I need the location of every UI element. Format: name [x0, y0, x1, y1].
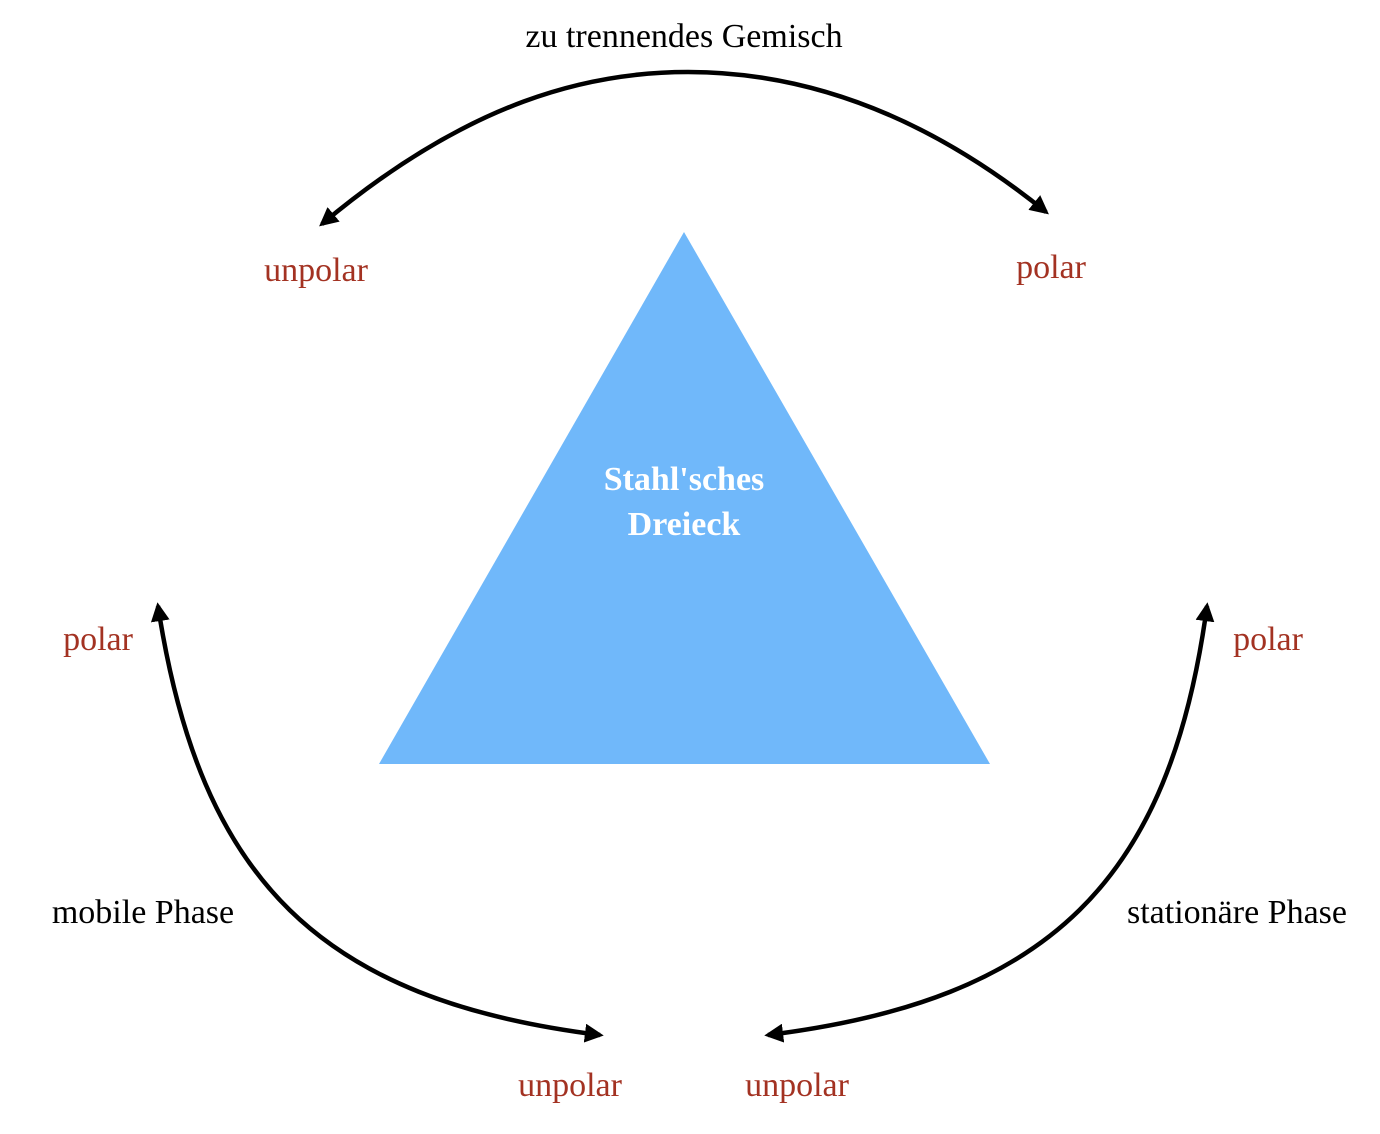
mixture-title: zu trennendes Gemisch	[525, 18, 842, 55]
mixture-right-label: polar	[1016, 249, 1087, 286]
mobile-phase-arrow	[150, 602, 604, 1043]
mobile-phase-top-label: polar	[63, 621, 134, 658]
stationary-phase-title: stationäre Phase	[1127, 894, 1347, 931]
center-title-line2: Dreieck	[628, 506, 741, 543]
stationary-phase-bottom-label: unpolar	[745, 1067, 850, 1104]
mixture-arrow	[319, 69, 1049, 227]
mixture-left-label: unpolar	[264, 252, 369, 289]
stahl-triangle	[379, 232, 990, 764]
mobile-phase-title: mobile Phase	[52, 894, 234, 931]
center-title-line1: Stahl'sches	[604, 461, 765, 498]
stationary-phase-arrow	[764, 602, 1215, 1043]
stationary-phase-top-label: polar	[1233, 621, 1304, 658]
mobile-phase-bottom-label: unpolar	[518, 1067, 623, 1104]
